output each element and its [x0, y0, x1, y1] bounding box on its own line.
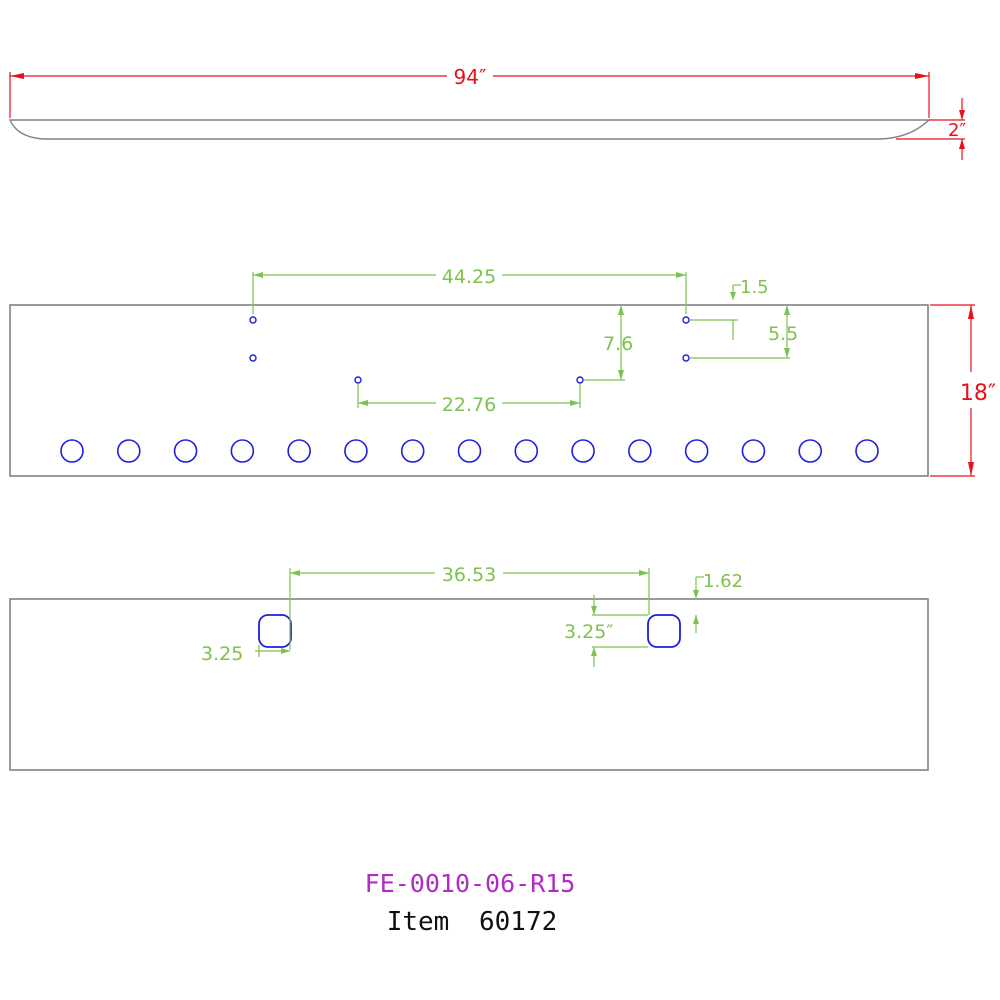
- light-hole: [628, 439, 652, 463]
- front-panel-outline: [9, 304, 929, 477]
- mounting-slot-left: [258, 614, 292, 648]
- back-view: 36.53 1.62 3.25 3.25″: [9, 564, 929, 771]
- light-hole: [116, 439, 141, 463]
- mounting-hole: [249, 354, 257, 362]
- length-dimension: [9, 72, 930, 118]
- dimension-1-62: [693, 576, 704, 633]
- item-number: 60172: [479, 907, 557, 937]
- top-view: 94″ 2″: [8, 65, 966, 160]
- light-hole: [798, 439, 823, 463]
- dimension-3-25-left: [255, 645, 290, 657]
- dimension-22-76: [357, 384, 581, 408]
- height-label-top: 2″: [948, 120, 966, 141]
- height-dimension-top: [896, 98, 965, 160]
- light-hole: [684, 439, 709, 463]
- mounting-holes: [249, 316, 690, 384]
- light-hole: [230, 439, 255, 463]
- height-label-front: 18″: [960, 381, 996, 406]
- light-hole: [457, 439, 482, 463]
- dimension-1-5: [690, 284, 741, 340]
- dimension-label-1-5: 1.5: [740, 277, 769, 298]
- item-label: Item: [387, 907, 450, 937]
- dimension-36-53: [289, 568, 650, 650]
- light-hole: [173, 439, 198, 463]
- dimension-label-22-76: 22.76: [442, 394, 496, 416]
- mounting-hole: [576, 376, 584, 384]
- mounting-hole: [682, 316, 690, 324]
- light-hole: [60, 439, 84, 463]
- light-holes: [60, 439, 879, 463]
- mounting-hole: [354, 376, 362, 384]
- light-hole: [571, 439, 595, 463]
- dimension-5-5: [690, 305, 790, 359]
- light-hole: [741, 439, 766, 463]
- light-hole: [855, 439, 879, 463]
- dimension-label-5-5: 5.5: [768, 323, 798, 345]
- dimension-7-6: [584, 305, 625, 381]
- dimension-label-3-25-left: 3.25: [201, 643, 243, 665]
- title-block: FE-0010-06-R15 Item 60172: [365, 869, 576, 937]
- light-hole: [514, 439, 539, 463]
- dimension-3-25-right: [591, 595, 648, 667]
- height-dimension-front: [930, 304, 975, 477]
- back-panel-outline: [9, 598, 929, 771]
- dimension-label-44-25: 44.25: [442, 266, 496, 288]
- dimension-label-3-25-right: 3.25″: [564, 621, 613, 643]
- mounting-hole: [682, 354, 690, 362]
- part-number: FE-0010-06-R15: [365, 869, 576, 898]
- dimension-label-1-62: 1.62: [703, 571, 743, 592]
- mounting-hole: [249, 316, 257, 324]
- front-view: 18″ 44.25 1.5: [9, 266, 996, 477]
- light-hole: [287, 439, 311, 463]
- bumper-top-profile: [8, 119, 931, 140]
- dimension-44-25: [252, 272, 687, 314]
- mounting-slot-right: [647, 614, 681, 648]
- length-label: 94″: [454, 65, 487, 89]
- item-line: Item 60172: [387, 907, 558, 937]
- light-hole: [344, 439, 368, 463]
- dimension-label-7-6: 7.6: [603, 333, 633, 355]
- light-hole: [400, 439, 425, 463]
- dimension-label-36-53: 36.53: [442, 564, 496, 586]
